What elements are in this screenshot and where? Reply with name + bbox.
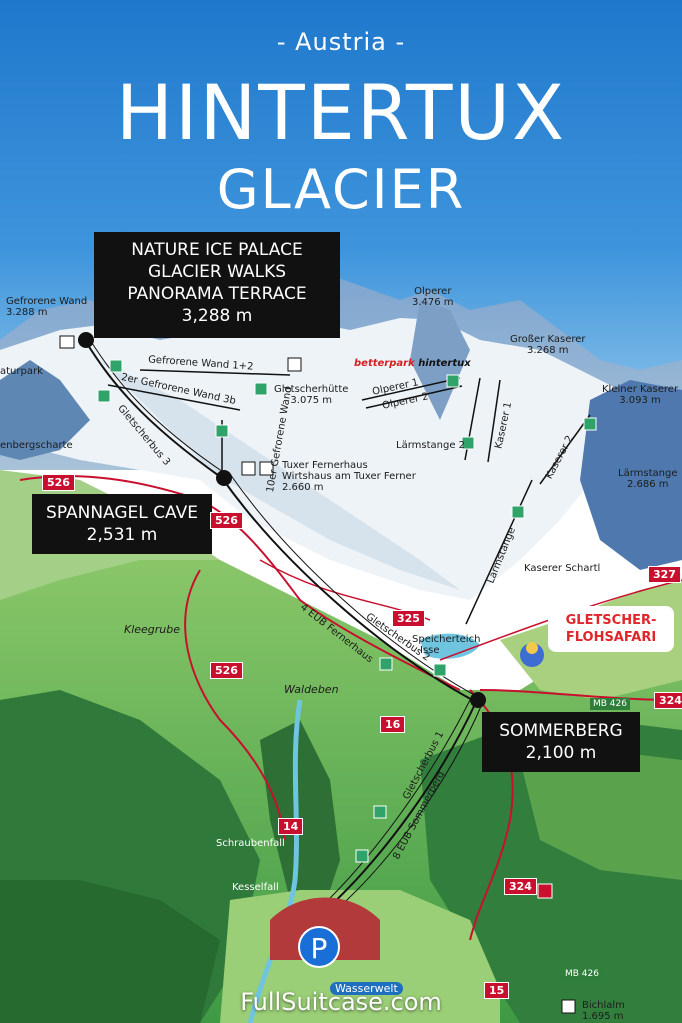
- hut-icon: [241, 461, 256, 476]
- hiking-route: [479, 689, 682, 701]
- callout-elevation: 3,288 m: [181, 306, 253, 326]
- gondola-gletscherbus-1: [327, 701, 477, 909]
- forest-right-light: [520, 750, 682, 880]
- label-naturpark: aturpark: [0, 366, 43, 377]
- hut-icon: [287, 357, 302, 372]
- forest-lower-left: [0, 880, 220, 1023]
- route-badge: 14: [278, 818, 304, 835]
- hiking-route: [19, 475, 461, 691]
- gondola-gletscherbus-1: [321, 699, 471, 907]
- route-badge: 15: [484, 982, 510, 999]
- label-bichlalm: Bichlalm 1.695 m: [582, 1000, 625, 1022]
- callout-elevation: 2,100 m: [525, 743, 597, 763]
- route-badge: 526: [210, 512, 243, 529]
- lift-line: [365, 385, 463, 409]
- route-badge: 327: [648, 566, 681, 583]
- route-badge: 324: [654, 692, 682, 709]
- gondola-gletscherbus-2: [221, 477, 477, 703]
- callout-sommerberg: SOMMERBERG 2,100 m: [482, 712, 640, 772]
- station-spannagel: [216, 470, 232, 486]
- wasserwelt-label: Wasserwelt: [330, 982, 403, 995]
- glacier-snowfield: [0, 318, 640, 600]
- rock-face-center: [410, 300, 470, 420]
- lift-icon: [355, 849, 369, 863]
- lift-line: [107, 384, 241, 411]
- lift-icon: [373, 805, 387, 819]
- country-label: - Austria -: [276, 28, 406, 56]
- callout-line: SOMMERBERG: [499, 721, 623, 741]
- lift-line: [487, 379, 501, 463]
- flea-mascot: [520, 643, 544, 667]
- lift-icon: [254, 382, 268, 396]
- callout-line: NATURE ICE PALACE: [131, 240, 303, 260]
- lift-line: [465, 479, 533, 625]
- route-badge: 526: [210, 662, 243, 679]
- rock-face-right: [580, 380, 682, 570]
- glacier-shadow: [100, 360, 460, 590]
- hiker-icon: [537, 883, 553, 899]
- river: [247, 699, 303, 1023]
- label-kesselfall: Kesselfall: [232, 882, 279, 893]
- lift-icon: [97, 389, 111, 403]
- gondola-gletscherbus-3: [89, 339, 227, 475]
- lift-icon: [433, 663, 447, 677]
- page-subtitle: GLACIER: [216, 158, 466, 221]
- mtb-route-tag: MB 426: [590, 698, 630, 710]
- callout-line: GLACIER WALKS: [147, 262, 287, 282]
- label-speicherteich: Speicherteich Isse: [412, 634, 481, 656]
- lift-line: [361, 377, 461, 401]
- station-sommerberg: [470, 692, 486, 708]
- gletscherflohsafari-sign: GLETSCHER- FLOHSAFARI: [548, 606, 674, 652]
- lift-icon: [511, 505, 525, 519]
- lake: [420, 633, 480, 659]
- label-gletscherhutte: Gletscherhütte 3.075 m: [274, 384, 349, 406]
- lift-icon: [215, 424, 229, 438]
- station-summit: [78, 332, 94, 348]
- hut-icon: [259, 461, 274, 476]
- lift-icon: [379, 657, 393, 671]
- lift-icon: [109, 359, 123, 373]
- hut-icon: [59, 335, 75, 349]
- label-kleiner-kaserer: Kleiner Kaserer 3.093 m: [602, 384, 679, 406]
- lift-icon: [446, 374, 460, 388]
- lift-label: Lärmstange 2: [396, 440, 466, 451]
- label-kleegrube: Kleegrube: [124, 623, 181, 636]
- lift-line: [139, 369, 291, 376]
- mtb-route-tag: MB 426: [562, 968, 602, 980]
- callout-spannagel-cave: SPANNAGEL CAVE 2,531 m: [32, 494, 212, 554]
- route-badge: 16: [380, 716, 406, 733]
- betterpark-logo: betterpark hintertux: [354, 358, 471, 369]
- label-larmstange-peak: Lärmstange 2.686 m: [618, 468, 678, 490]
- hiking-route: [184, 569, 286, 841]
- lift-icon: [583, 417, 597, 431]
- page-title: HINTERTUX: [115, 68, 567, 157]
- lift-icon: [461, 436, 475, 450]
- rock-face-left: [0, 360, 90, 460]
- callout-line: PANORAMA TERRACE: [127, 284, 307, 304]
- route-badge: 526: [42, 474, 75, 491]
- label-olperer: Olperer 3.476 m: [412, 286, 454, 308]
- parking-icon: P: [298, 926, 340, 968]
- label-schraubenfall: Schraubenfall: [216, 838, 285, 849]
- hut-icon: [561, 999, 576, 1014]
- label-kaserer-schartl: Kaserer Schartl: [524, 563, 601, 574]
- gondola-gletscherbus-3: [85, 341, 223, 479]
- callout-line: SPANNAGEL CAVE: [46, 503, 198, 523]
- label-grosser-kaserer: Großer Kaserer 3.268 m: [510, 334, 586, 356]
- label-waldeben: Waldeben: [284, 683, 339, 696]
- label-tuxer-fernerhaus: Tuxer Fernerhaus Wirtshaus am Tuxer Fern…: [282, 460, 416, 493]
- route-badge: 325: [392, 610, 425, 627]
- callout-elevation: 2,531 m: [86, 525, 158, 545]
- route-badge: 324: [504, 878, 537, 895]
- gondola-gletscherbus-1: [335, 703, 483, 911]
- lift-line: [539, 414, 591, 485]
- site-credit: FullSuitcase.com: [240, 988, 442, 1016]
- callout-summit: NATURE ICE PALACE GLACIER WALKS PANORAMA…: [94, 232, 340, 338]
- gondola-gletscherbus-2: [229, 473, 481, 699]
- label-scharte: enbergscharte: [0, 440, 73, 451]
- label-gefrorene-wand: Gefrorene Wand 3.288 m: [6, 296, 88, 318]
